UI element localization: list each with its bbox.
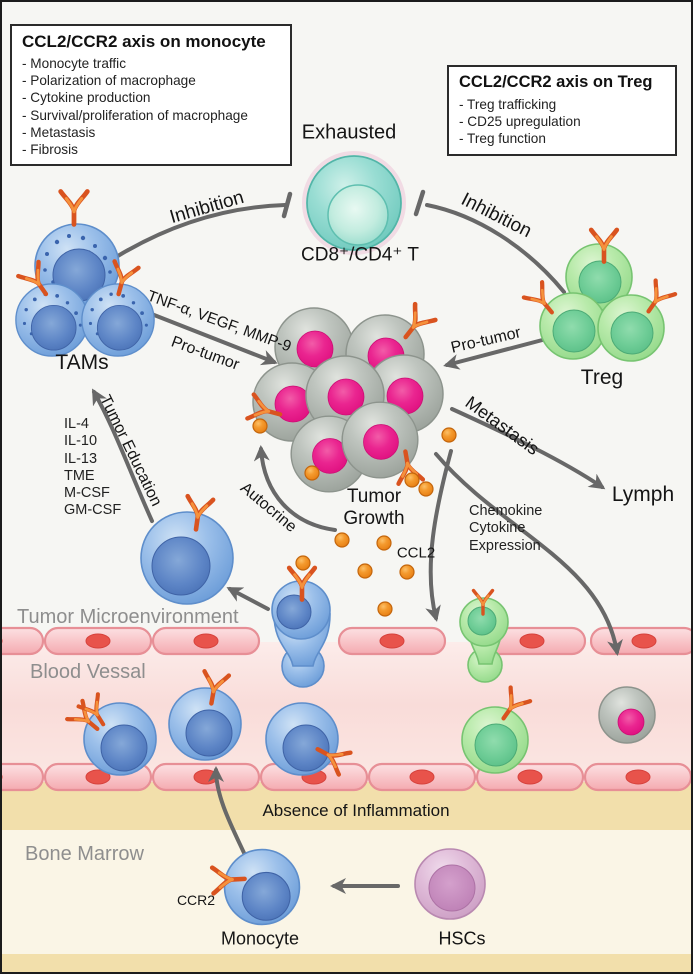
list-item: - Metastasis bbox=[22, 124, 96, 140]
metastatic-tumor-cell bbox=[598, 686, 656, 744]
cytokine-item: IL-13 bbox=[64, 450, 98, 467]
treg-axis-list: - Treg trafficking - CD25 upregulation -… bbox=[459, 96, 665, 148]
extravasating-monocyte-cell bbox=[271, 580, 331, 688]
extravasating-treg-cell bbox=[459, 597, 509, 683]
inhibition-arrow-left bbox=[103, 203, 287, 266]
band-bottom bbox=[2, 954, 691, 972]
tams-label: TAMs bbox=[55, 351, 109, 374]
cd8-cd4-t-label: CD8⁺/CD4⁺ T bbox=[301, 244, 419, 266]
exhausted-t-cell bbox=[302, 151, 406, 255]
autocrine-arrow bbox=[253, 445, 337, 532]
list-item: - Fibrosis bbox=[22, 142, 78, 158]
lymph-label: Lymph bbox=[611, 483, 675, 506]
cytokine-item: GM-CSF bbox=[64, 502, 122, 519]
absence-of-inflammation-label: Absence of Inflammation bbox=[262, 801, 450, 820]
treg-axis-box: CCL2/CCR2 axis on Treg - Treg traffickin… bbox=[447, 65, 677, 156]
metastasis-arrow bbox=[450, 407, 606, 490]
treg-axis-title: CCL2/CCR2 axis on Treg bbox=[459, 73, 653, 91]
ccr2-label: CCR2 bbox=[176, 892, 216, 908]
treg-label: Treg bbox=[580, 366, 624, 389]
monocyte-axis-title: CCL2/CCR2 axis on monocyte bbox=[22, 32, 266, 51]
tumor-growth-label-line2: Growth bbox=[343, 508, 405, 529]
cytokine-item: TME bbox=[64, 467, 95, 484]
list-item: - Survival/proliferation of macrophage bbox=[22, 107, 248, 123]
chemokine-expression-block: Chemokine Cytokine Expression bbox=[469, 503, 542, 555]
blood-vessel-label: Blood Vessal bbox=[30, 661, 146, 683]
extravasation-arrow bbox=[226, 587, 270, 611]
tumor-education-arrow bbox=[92, 388, 154, 523]
list-item: - Monocyte traffic bbox=[22, 56, 127, 71]
background-bone-marrow bbox=[2, 830, 691, 954]
inhibition-arrow-right bbox=[425, 203, 566, 294]
chemokine-line: Expression bbox=[469, 537, 541, 554]
cytokine-item: M-CSF bbox=[64, 485, 110, 502]
educated-macrophage-cell bbox=[140, 511, 234, 605]
monocyte-egress-arrow bbox=[208, 766, 247, 857]
list-item: - CD25 upregulation bbox=[459, 114, 581, 130]
monocyte-axis-list: - Monocyte traffic - Polarization of mac… bbox=[22, 55, 280, 158]
cytokine-item: IL-10 bbox=[64, 433, 98, 450]
hsc-cell bbox=[414, 848, 486, 920]
protumor-arrow-right bbox=[443, 336, 552, 370]
arrows-layer bbox=[92, 189, 623, 894]
hscs-label: HSCs bbox=[438, 928, 486, 949]
chemokine-line: Chemokine bbox=[469, 503, 543, 519]
vessel-treg-cell bbox=[461, 706, 529, 774]
tumor-microenvironment-label: Tumor Microenvironment bbox=[17, 606, 239, 628]
metastatic-cell-arrow bbox=[434, 452, 623, 656]
cytokine-list: IL-4 IL-10 IL-13 TME M-CSF GM-CSF bbox=[64, 416, 121, 520]
list-item: - Treg trafficking bbox=[459, 97, 557, 112]
monocyte-axis-box: CCL2/CCR2 axis on monocyte - Monocyte tr… bbox=[10, 24, 292, 167]
chemokine-expression-arrow bbox=[425, 449, 453, 622]
tnf-protumor-arrow bbox=[147, 311, 278, 366]
exhausted-label: Exhausted bbox=[301, 121, 397, 144]
bone-marrow-label: Bone Marrow bbox=[25, 843, 144, 865]
chemokine-line: Cytokine bbox=[469, 520, 526, 537]
monocyte-label: Monocyte bbox=[220, 928, 300, 949]
list-item: - Polarization of macrophage bbox=[22, 73, 196, 89]
list-item: - Treg function bbox=[459, 131, 546, 147]
list-item: - Cytokine production bbox=[22, 90, 151, 106]
ccl2-label: CCL2 bbox=[396, 544, 436, 562]
bone-marrow-monocyte-cell bbox=[223, 848, 301, 926]
inhibition-tbar-left bbox=[281, 191, 293, 219]
cytokine-item: IL-4 bbox=[64, 416, 89, 432]
inhibition-tbar-right bbox=[413, 189, 426, 217]
tumor-growth-label-line1: Tumor bbox=[346, 486, 402, 507]
